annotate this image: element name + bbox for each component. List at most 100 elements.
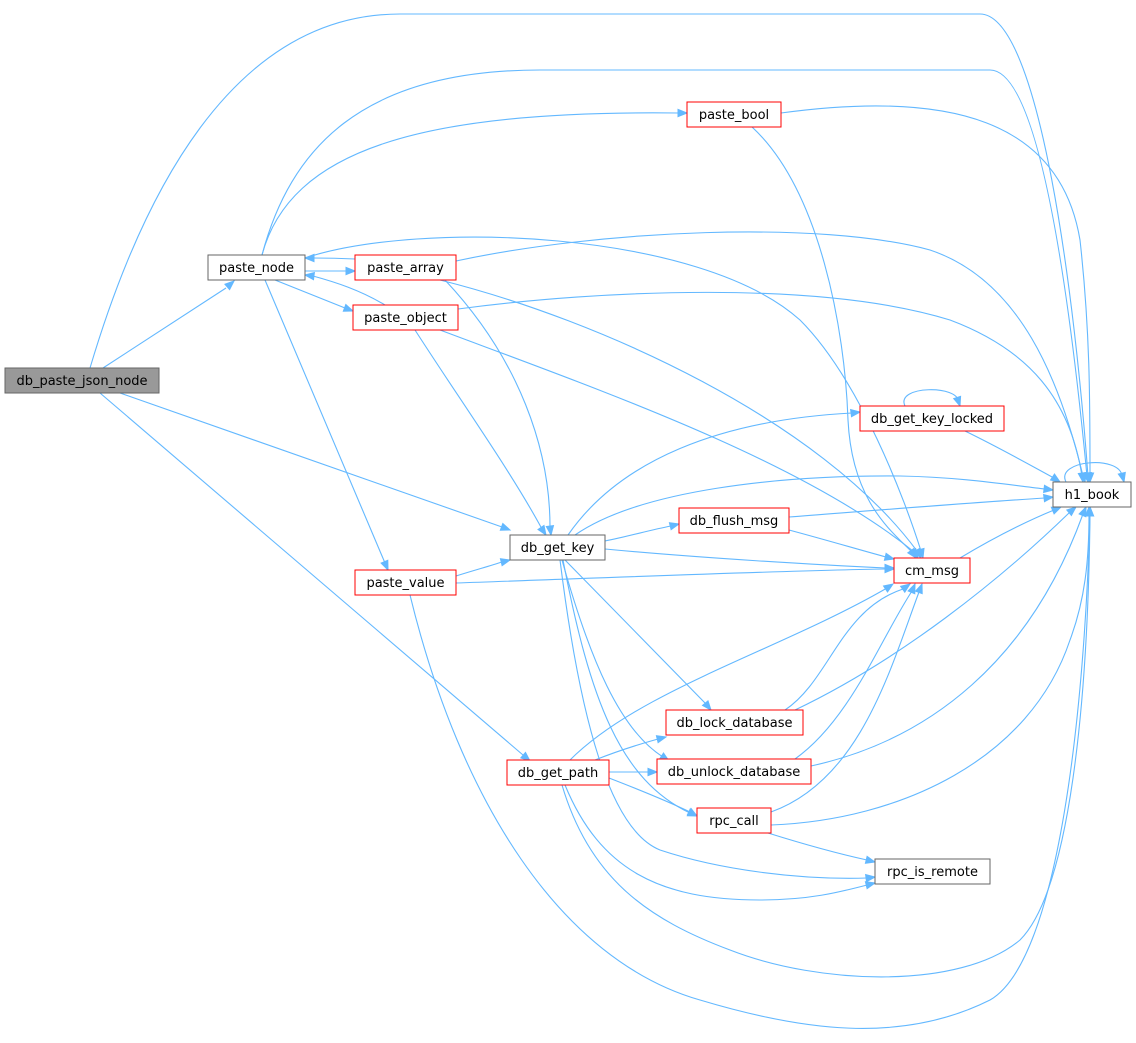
edge-arrowhead bbox=[907, 582, 916, 595]
edge-arrowhead bbox=[677, 108, 689, 118]
node-label: db_get_path bbox=[518, 766, 598, 781]
node-rpc_call[interactable]: rpc_call bbox=[696, 807, 772, 834]
node-label: db_flush_msg bbox=[690, 514, 779, 529]
node-paste_value[interactable]: paste_value bbox=[354, 569, 457, 596]
node-label: db_paste_json_node bbox=[16, 374, 147, 389]
edge-h1_book-h1_book bbox=[1064, 462, 1126, 484]
node-paste_node[interactable]: paste_node bbox=[207, 254, 306, 281]
edge-arrowhead bbox=[499, 522, 512, 531]
edge-arrowhead bbox=[884, 563, 896, 573]
node-label: paste_bool bbox=[699, 108, 769, 123]
node-rpc_is_remote[interactable]: rpc_is_remote bbox=[874, 858, 991, 885]
edge-paste_node-paste_object bbox=[274, 279, 355, 312]
edge-paste_node-paste_array bbox=[305, 266, 357, 276]
edge-db_get_key-db_unlock_database bbox=[561, 559, 671, 762]
edge-db_get_path-rpc_is_remote bbox=[564, 784, 877, 901]
node-label: h1_book bbox=[1065, 488, 1120, 503]
edge-rpc_call-h1_book bbox=[770, 505, 1094, 826]
node-label: paste_array bbox=[367, 261, 444, 276]
node-db_paste_json_node[interactable]: db_paste_json_node bbox=[4, 367, 160, 394]
edge-db_get_key-cm_msg bbox=[604, 548, 896, 573]
edge-paste_node-paste_bool bbox=[261, 108, 689, 256]
node-h1_book[interactable]: h1_book bbox=[1052, 481, 1132, 508]
edge-db_unlock_database-h1_book bbox=[810, 505, 1087, 767]
edge-db_paste_json_node-db_get_key bbox=[119, 392, 512, 531]
edge-arrowhead bbox=[1065, 506, 1078, 517]
edge-arrowhead bbox=[655, 735, 668, 744]
edge-arrowhead bbox=[686, 807, 699, 817]
edge-db_unlock_database-cm_msg bbox=[794, 582, 916, 760]
node-db_flush_msg[interactable]: db_flush_msg bbox=[678, 507, 790, 534]
edge-arrowhead bbox=[1049, 473, 1062, 483]
node-db_get_key[interactable]: db_get_key bbox=[509, 534, 606, 561]
edge-db_paste_json_node-paste_node bbox=[102, 280, 236, 369]
edge-arrowhead bbox=[1078, 505, 1087, 518]
edge-arrowhead bbox=[1043, 484, 1055, 494]
edge-db_get_key-h1_book bbox=[574, 475, 1055, 536]
edge-cm_msg-h1_book bbox=[959, 506, 1063, 559]
node-paste_object[interactable]: paste_object bbox=[352, 304, 459, 331]
edge-db_get_key-db_lock_database bbox=[564, 559, 712, 712]
edge-db_get_path-db_lock_database bbox=[594, 735, 668, 761]
edge-paste_object-db_get_key bbox=[414, 329, 547, 537]
edge-rpc_call-rpc_is_remote bbox=[767, 832, 877, 864]
node-paste_array[interactable]: paste_array bbox=[354, 254, 457, 281]
edge-paste_value-db_get_key bbox=[455, 558, 512, 577]
edge-paste_node-paste_value bbox=[264, 279, 389, 572]
edge-db_get_path-h1_book bbox=[561, 505, 1095, 978]
edge-arrowhead bbox=[303, 271, 315, 281]
edge-db_get_key-db_flush_msg bbox=[604, 522, 681, 542]
edge-db_get_key-rpc_is_remote bbox=[559, 559, 877, 883]
edge-arrowhead bbox=[952, 395, 962, 408]
edge-arrowhead bbox=[882, 583, 895, 593]
edge-db_flush_msg-h1_book bbox=[788, 493, 1055, 518]
edge-paste_array-db_get_key bbox=[444, 279, 555, 537]
edge-arrowhead bbox=[647, 767, 659, 777]
edge-arrowhead bbox=[850, 408, 862, 418]
edge-db_get_path-rpc_call bbox=[608, 777, 699, 817]
node-db_unlock_database[interactable]: db_unlock_database bbox=[656, 758, 812, 785]
edge-arrowhead bbox=[864, 881, 877, 890]
node-paste_bool[interactable]: paste_bool bbox=[686, 101, 782, 128]
edge-db_paste_json_node-db_get_path bbox=[99, 392, 532, 762]
edge-arrowhead bbox=[1077, 472, 1087, 484]
node-label: db_lock_database bbox=[676, 716, 792, 731]
node-label: db_get_key_locked bbox=[871, 412, 993, 427]
edge-arrowhead bbox=[914, 582, 923, 595]
edge-arrowhead bbox=[342, 303, 355, 312]
edge-arrowhead bbox=[865, 873, 877, 883]
node-label: cm_msg bbox=[905, 564, 959, 579]
edge-db_get_key-db_get_key_locked bbox=[567, 408, 862, 536]
edge-arrowhead bbox=[380, 559, 389, 572]
edge-paste_object-paste_node bbox=[303, 271, 386, 306]
edge-arrowhead bbox=[537, 524, 547, 537]
node-label: rpc_call bbox=[709, 814, 759, 829]
node-cm_msg[interactable]: cm_msg bbox=[893, 557, 971, 584]
edge-db_get_key_locked-h1_book bbox=[964, 430, 1062, 483]
node-db_get_path[interactable]: db_get_path bbox=[506, 759, 610, 786]
node-label: db_get_key bbox=[521, 541, 595, 556]
edge-arrowhead bbox=[864, 855, 877, 864]
call-graph-edges bbox=[89, 13, 1126, 1029]
edge-db_flush_msg-cm_msg bbox=[788, 529, 896, 561]
node-db_lock_database[interactable]: db_lock_database bbox=[665, 709, 804, 736]
node-label: rpc_is_remote bbox=[887, 865, 978, 880]
edge-arrowhead bbox=[1084, 505, 1094, 517]
edge-db_get_key_locked-db_get_key_locked bbox=[903, 389, 962, 408]
edge-db_get_path-cm_msg bbox=[569, 583, 895, 761]
edge-arrowhead bbox=[1085, 472, 1095, 484]
call-graph-nodes: db_paste_json_node paste_node paste_arra… bbox=[4, 101, 1132, 885]
edge-paste_object-h1_book bbox=[457, 291, 1087, 484]
edge-arrowhead bbox=[499, 558, 512, 567]
edge-arrowhead bbox=[1050, 506, 1063, 515]
edge-arrowhead bbox=[519, 751, 532, 762]
edge-paste_value-cm_msg bbox=[455, 564, 896, 584]
edge-arrowhead bbox=[668, 522, 681, 531]
node-db_get_key_locked[interactable]: db_get_key_locked bbox=[859, 405, 1005, 432]
edge-paste_node-cm_msg bbox=[304, 236, 925, 560]
edge-arrowhead bbox=[345, 266, 357, 276]
edge-rpc_call-cm_msg bbox=[770, 582, 923, 813]
node-label: db_unlock_database bbox=[668, 765, 801, 780]
node-label: paste_value bbox=[366, 576, 444, 591]
